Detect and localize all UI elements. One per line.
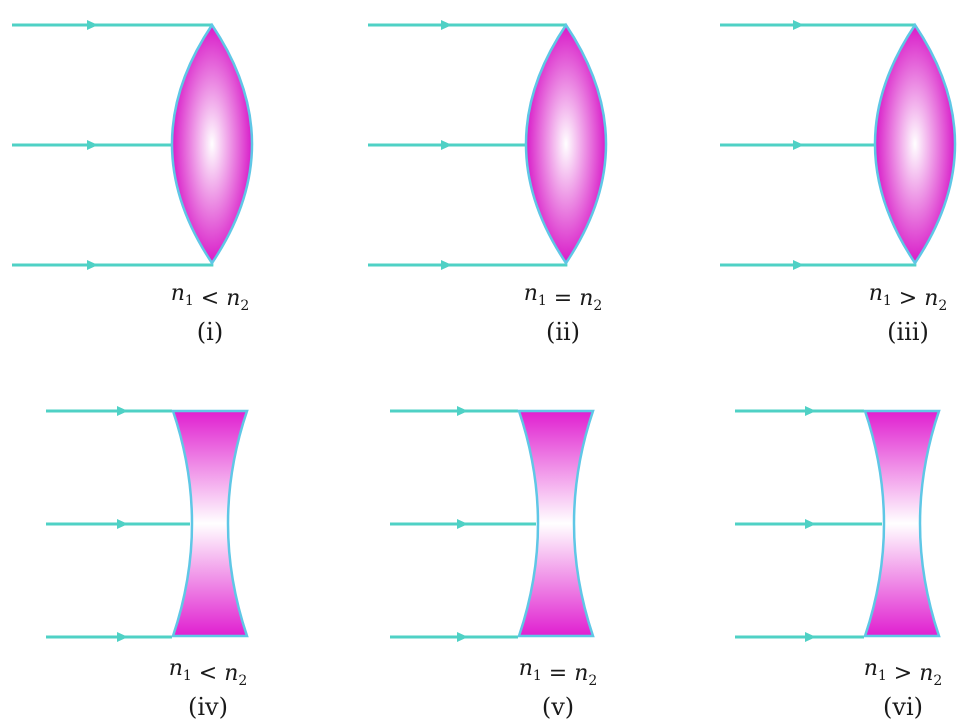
refractive-index-relation: n1 < n2 bbox=[169, 656, 248, 689]
ray-arrowhead bbox=[793, 260, 804, 270]
ray-arrowhead bbox=[793, 20, 804, 30]
refractive-index-relation: n1 > n2 bbox=[869, 281, 948, 314]
refractive-index-relation: n1 < n2 bbox=[171, 281, 250, 314]
ray-arrowhead bbox=[457, 632, 468, 642]
panel-5: n1 = n2 (v) bbox=[390, 406, 597, 721]
panel-6: n1 > n2 (vi) bbox=[735, 406, 942, 721]
concave-lens bbox=[517, 409, 595, 638]
ray-arrowhead bbox=[117, 519, 128, 529]
ray-arrowhead bbox=[441, 260, 452, 270]
ray-arrowhead bbox=[87, 140, 98, 150]
refractive-index-relation: n1 = n2 bbox=[519, 656, 598, 689]
ray-arrowhead bbox=[87, 20, 98, 30]
concave-lens bbox=[171, 409, 249, 638]
ray-arrowhead bbox=[457, 406, 468, 416]
ray-arrowhead bbox=[805, 519, 816, 529]
panel-numeral: (i) bbox=[197, 318, 223, 346]
panel-1: n1 < n2 (i) bbox=[12, 20, 254, 346]
ray-arrowhead bbox=[441, 140, 452, 150]
convex-lens bbox=[170, 22, 254, 266]
refractive-index-relation: n1 > n2 bbox=[864, 656, 943, 689]
panel-4: n1 < n2 (iv) bbox=[46, 406, 249, 721]
ray-arrowhead bbox=[793, 140, 804, 150]
panel-numeral: (iv) bbox=[188, 693, 228, 721]
ray-arrowhead bbox=[117, 406, 128, 416]
concave-lens bbox=[863, 409, 941, 638]
convex-lens bbox=[873, 22, 957, 266]
ray-arrowhead bbox=[457, 519, 468, 529]
ray-arrowhead bbox=[805, 406, 816, 416]
ray-arrowhead bbox=[441, 20, 452, 30]
panel-2: n1 = n2 (ii) bbox=[368, 20, 608, 346]
ray-arrowhead bbox=[87, 260, 98, 270]
ray-arrowhead bbox=[805, 632, 816, 642]
refractive-index-relation: n1 = n2 bbox=[524, 281, 603, 314]
panel-numeral: (v) bbox=[542, 693, 574, 721]
panel-numeral: (vi) bbox=[883, 693, 923, 721]
ray-arrowhead bbox=[117, 632, 128, 642]
panel-numeral: (ii) bbox=[546, 318, 580, 346]
convex-lens bbox=[524, 22, 608, 266]
panel-3: n1 > n2 (iii) bbox=[720, 20, 957, 346]
panel-numeral: (iii) bbox=[887, 318, 929, 346]
